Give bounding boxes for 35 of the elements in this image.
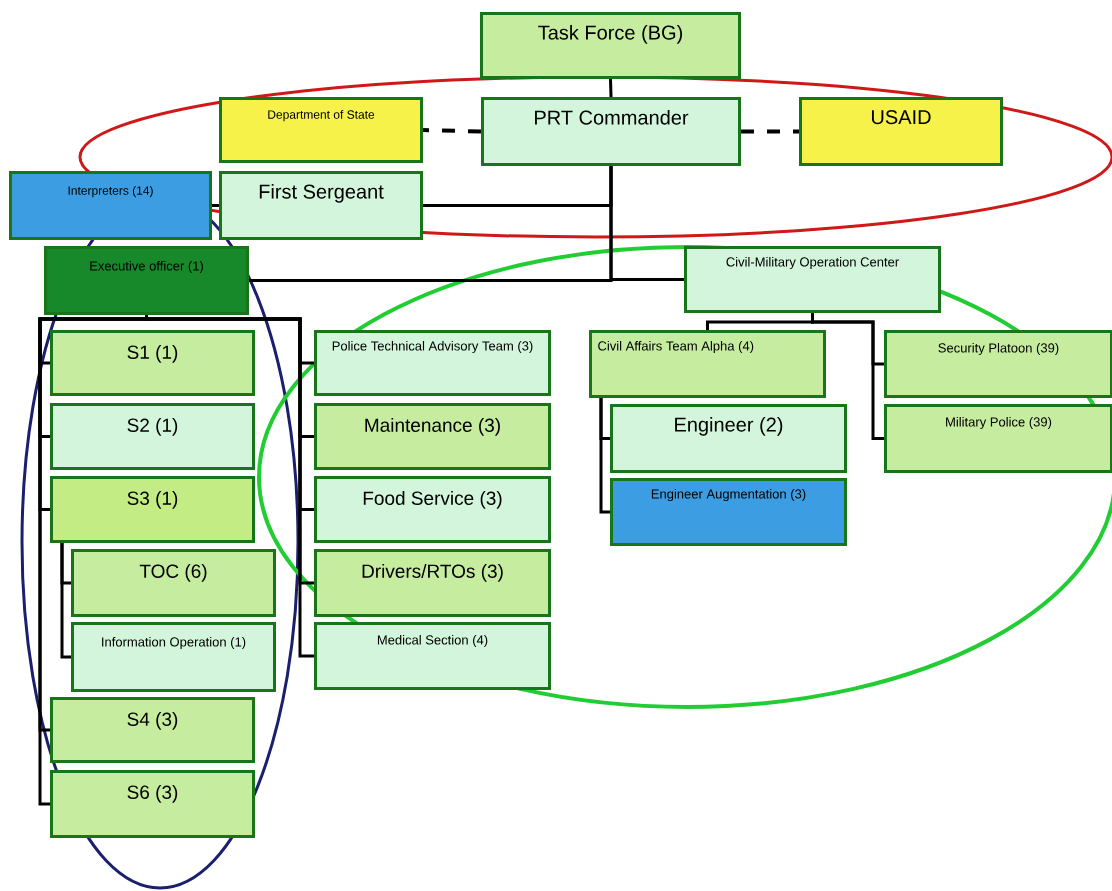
connector-line [609, 78, 613, 98]
connector-line [599, 398, 610, 514]
org-box: Civil Affairs Team Alpha (4) [589, 330, 826, 398]
connector-line [741, 129, 799, 134]
connector-line [145, 314, 314, 658]
org-box: Drivers/RTOs (3) [314, 549, 551, 617]
org-box: S1 (1) [50, 330, 255, 396]
org-box: USAID [799, 97, 1003, 166]
connector-line [609, 166, 684, 281]
org-box: Task Force (BG) [480, 12, 741, 79]
org-box: First Sergeant [219, 171, 423, 240]
org-box: Military Police (39) [884, 404, 1112, 473]
org-box: Police Technical Advisory Team (3) [314, 330, 551, 396]
org-box: Executive officer (1) [44, 246, 249, 315]
connector-line [38, 314, 148, 806]
org-box: S6 (3) [50, 770, 255, 838]
org-box: S4 (3) [50, 697, 255, 763]
org-box: Information Operation (1) [71, 622, 276, 692]
org-box: Maintenance (3) [314, 403, 551, 470]
org-box: Interpreters (14) [9, 171, 212, 240]
org-box: Engineer Augmentation (3) [610, 478, 847, 546]
org-box: TOC (6) [71, 549, 276, 617]
connector-line [422, 128, 482, 134]
org-box: S3 (1) [50, 476, 255, 543]
org-box: Medical Section (4) [314, 622, 551, 690]
connector-line [212, 204, 219, 207]
org-box: Security Platoon (39) [884, 330, 1112, 398]
org-box: S2 (1) [50, 403, 255, 470]
connector-line [60, 543, 71, 659]
org-box: Engineer (2) [610, 404, 847, 473]
org-box: Department of State [219, 97, 423, 163]
org-box: PRT Commander [481, 97, 741, 166]
connector-line [811, 313, 884, 440]
org-box: Food Service (3) [314, 476, 551, 543]
org-box: Civil-Military Operation Center [684, 246, 941, 313]
